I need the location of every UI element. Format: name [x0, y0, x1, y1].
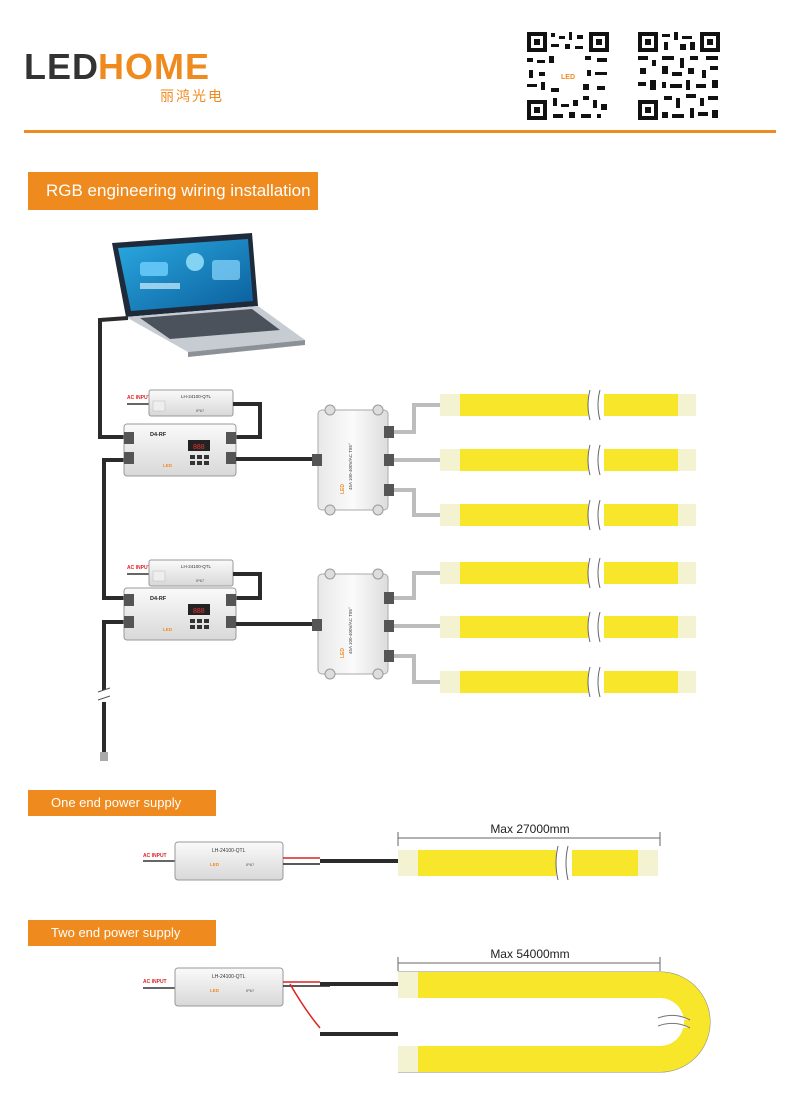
svg-text:AC INPUT: AC INPUT — [143, 853, 167, 859]
two-end-psu: AC INPUT LH-24100-QTL LED IP67 — [143, 967, 398, 1036]
svg-text:AC INPUT: AC INPUT — [143, 979, 167, 985]
svg-text:LED: LED — [340, 648, 346, 658]
max-length-label: Max 27000mm — [490, 822, 569, 836]
one-end-psu: AC INPUT LH-24100-QTL LED IP67 — [143, 841, 398, 881]
logo-home-text: HOME — [98, 46, 210, 87]
junction-box-1: 45A 100-400V/AC T85° LED — [312, 404, 394, 516]
led-strip-5 — [440, 611, 696, 643]
qr-code-icon — [636, 30, 722, 122]
one-end-dimension: Max 27000mm — [397, 822, 661, 846]
controller-model-label: D4-RF — [150, 432, 167, 438]
svg-text:IP67: IP67 — [196, 408, 205, 413]
led-strip-3 — [440, 499, 696, 531]
junction-rating-label: 45A 100-400V/AC T85° — [348, 443, 353, 490]
svg-text:IP67: IP67 — [246, 862, 255, 867]
led-strip-2 — [440, 444, 696, 476]
ac-input-label: AC INPUT — [127, 395, 151, 401]
svg-text:IP67: IP67 — [196, 578, 205, 583]
laptop-icon — [112, 233, 305, 357]
svg-text:888: 888 — [193, 608, 205, 615]
svg-text:LH-24100-QTL: LH-24100-QTL — [212, 848, 246, 854]
led-strip-1 — [440, 389, 696, 421]
svg-text:45A 100-400V/AC T85°: 45A 100-400V/AC T85° — [348, 607, 353, 654]
svg-text:IP67: IP67 — [246, 988, 255, 993]
led-strip-6 — [440, 666, 696, 698]
section-title-one-end: One end power supply — [28, 790, 216, 816]
psu-2: AC INPUT LH-24100-QTL IP67 — [127, 559, 262, 600]
section-title-rgb: RGB engineering wiring installation — [28, 172, 318, 210]
svg-text:LED: LED — [210, 988, 220, 993]
psu-model-label: LH-24100-QTL — [181, 394, 212, 399]
ac-input-label: AC INPUT — [127, 565, 151, 571]
qr-code-icon: LED — [525, 30, 611, 122]
svg-text:LED: LED — [340, 484, 346, 494]
led-strip-4 — [440, 557, 696, 589]
controller-1: D4-RF 888 LED — [123, 423, 237, 477]
svg-text:LED: LED — [561, 74, 575, 81]
svg-text:LH-24100-QTL: LH-24100-QTL — [181, 564, 212, 569]
two-end-dimension: Max 54000mm — [397, 947, 661, 971]
svg-text:LED: LED — [210, 862, 220, 867]
section-title-two-end: Two end power supply — [28, 920, 216, 946]
svg-text:LED: LED — [163, 627, 173, 632]
logo-led-text: LED — [24, 46, 99, 87]
svg-text:LH-24100-QTL: LH-24100-QTL — [212, 974, 246, 980]
one-end-strip — [398, 845, 658, 881]
two-end-strip — [398, 971, 711, 1073]
svg-text:LED: LED — [163, 463, 173, 468]
header-divider — [24, 130, 776, 133]
controller-2: D4-RF 888 LED — [123, 587, 237, 641]
max-length-label: Max 54000mm — [490, 947, 569, 961]
svg-text:D4-RF: D4-RF — [150, 596, 167, 602]
controller-display: 888 — [193, 444, 205, 451]
psu-1: AC INPUT LH-24100-QTL IP67 — [127, 389, 262, 439]
logo-chinese-text: 丽鸿光电 — [160, 89, 224, 105]
junction-box-2: 45A 100-400V/AC T85° LED — [312, 568, 394, 680]
